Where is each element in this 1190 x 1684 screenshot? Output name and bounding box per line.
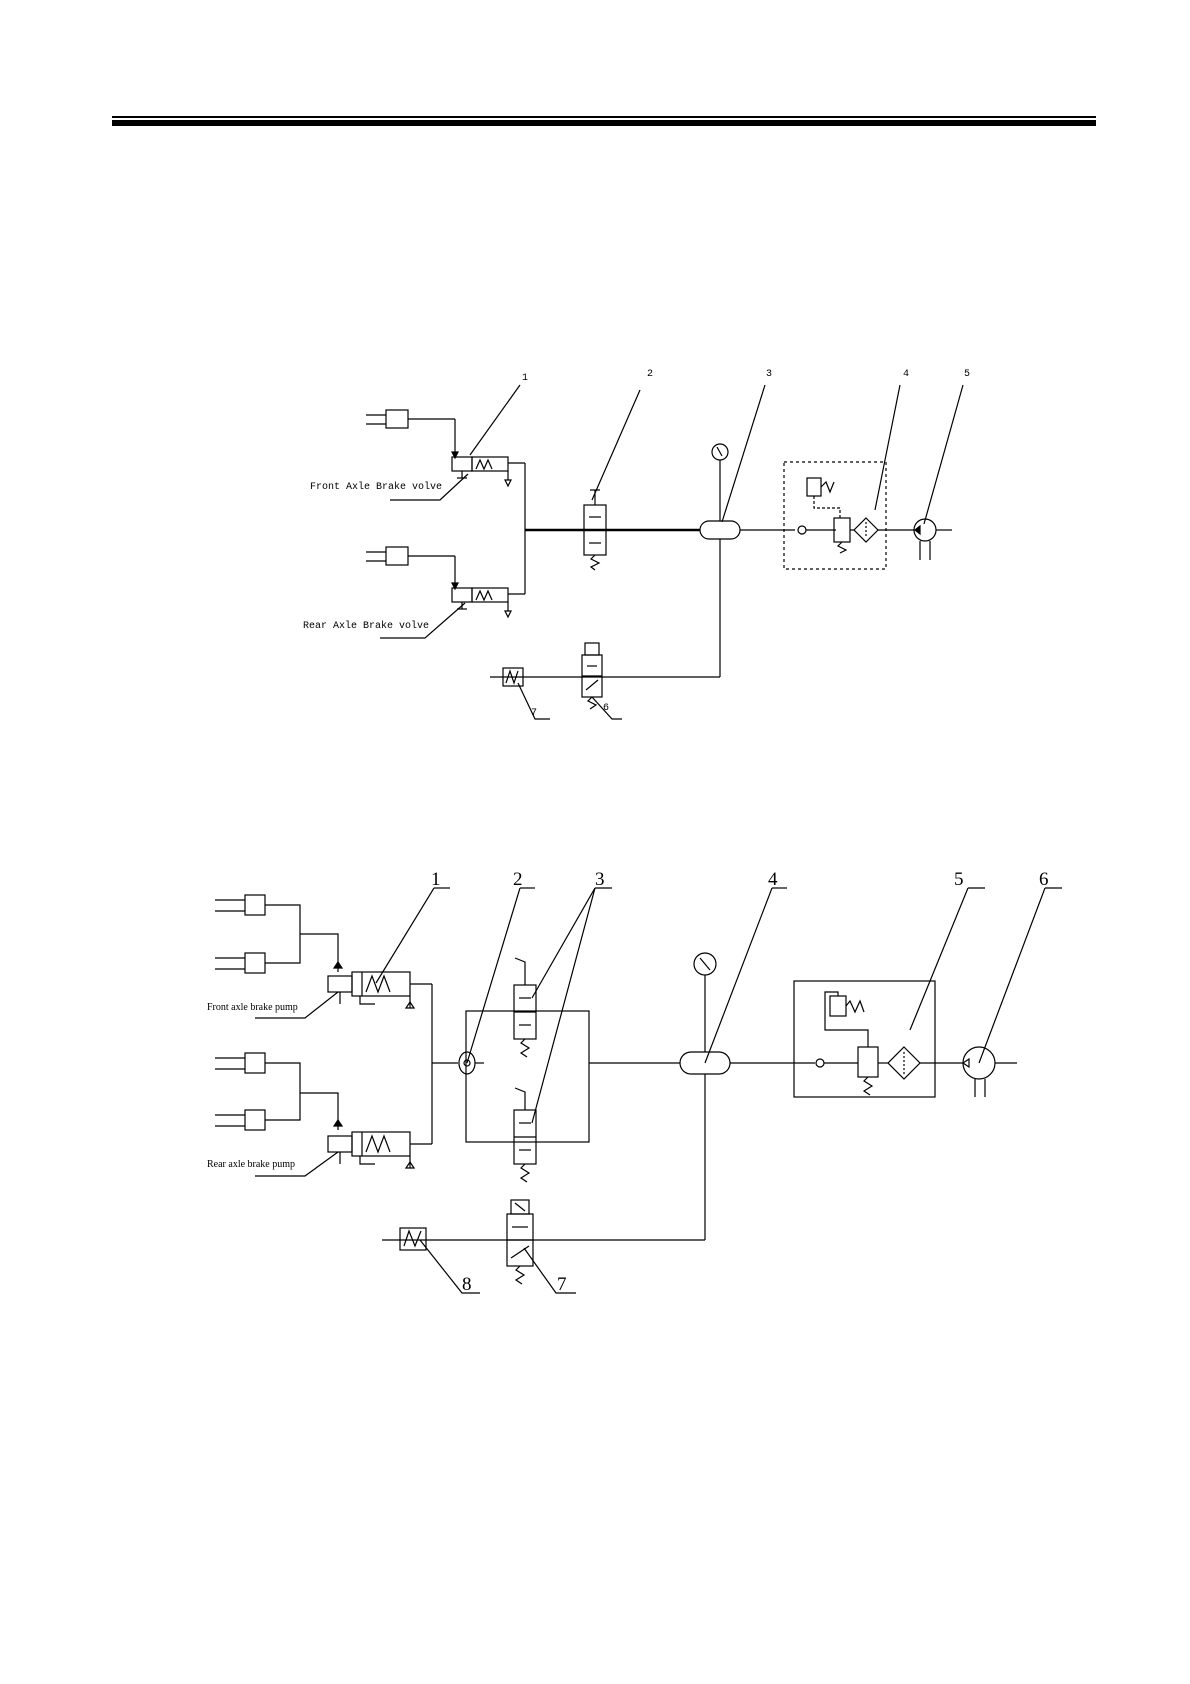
shuttle-valve-2-d2 bbox=[459, 1052, 484, 1074]
leader-lines-d2 bbox=[255, 888, 1062, 1293]
callout-7: 7 bbox=[557, 1274, 567, 1295]
silencer-8-d2 bbox=[382, 1228, 705, 1250]
hand-valves-3-d2 bbox=[466, 958, 680, 1182]
callout-4: 4 bbox=[768, 869, 778, 890]
rear-brake-pump-d2 bbox=[328, 1132, 432, 1168]
callout-8: 8 bbox=[462, 1274, 472, 1295]
callout-1: 1 bbox=[431, 869, 441, 890]
rear-brake-chambers-2 bbox=[215, 1053, 342, 1130]
callout-5: 5 bbox=[954, 869, 964, 890]
air-processing-unit-5-d2 bbox=[794, 981, 963, 1097]
callout-6: 6 bbox=[1039, 869, 1049, 890]
callout-3: 3 bbox=[595, 869, 605, 890]
callout-2: 2 bbox=[513, 869, 523, 890]
rear-pump-label: Rear axle brake pump bbox=[207, 1159, 295, 1170]
front-pump-label: Front axle brake pump bbox=[207, 1002, 298, 1013]
callouts-d2: 1 2 3 4 5 6 8 7 Front axle brake pump Re… bbox=[207, 869, 1049, 1295]
front-brake-chambers-2 bbox=[215, 895, 342, 973]
compressor-6-d2 bbox=[963, 1047, 1017, 1097]
solenoid-valve-7-d2 bbox=[507, 1200, 533, 1284]
